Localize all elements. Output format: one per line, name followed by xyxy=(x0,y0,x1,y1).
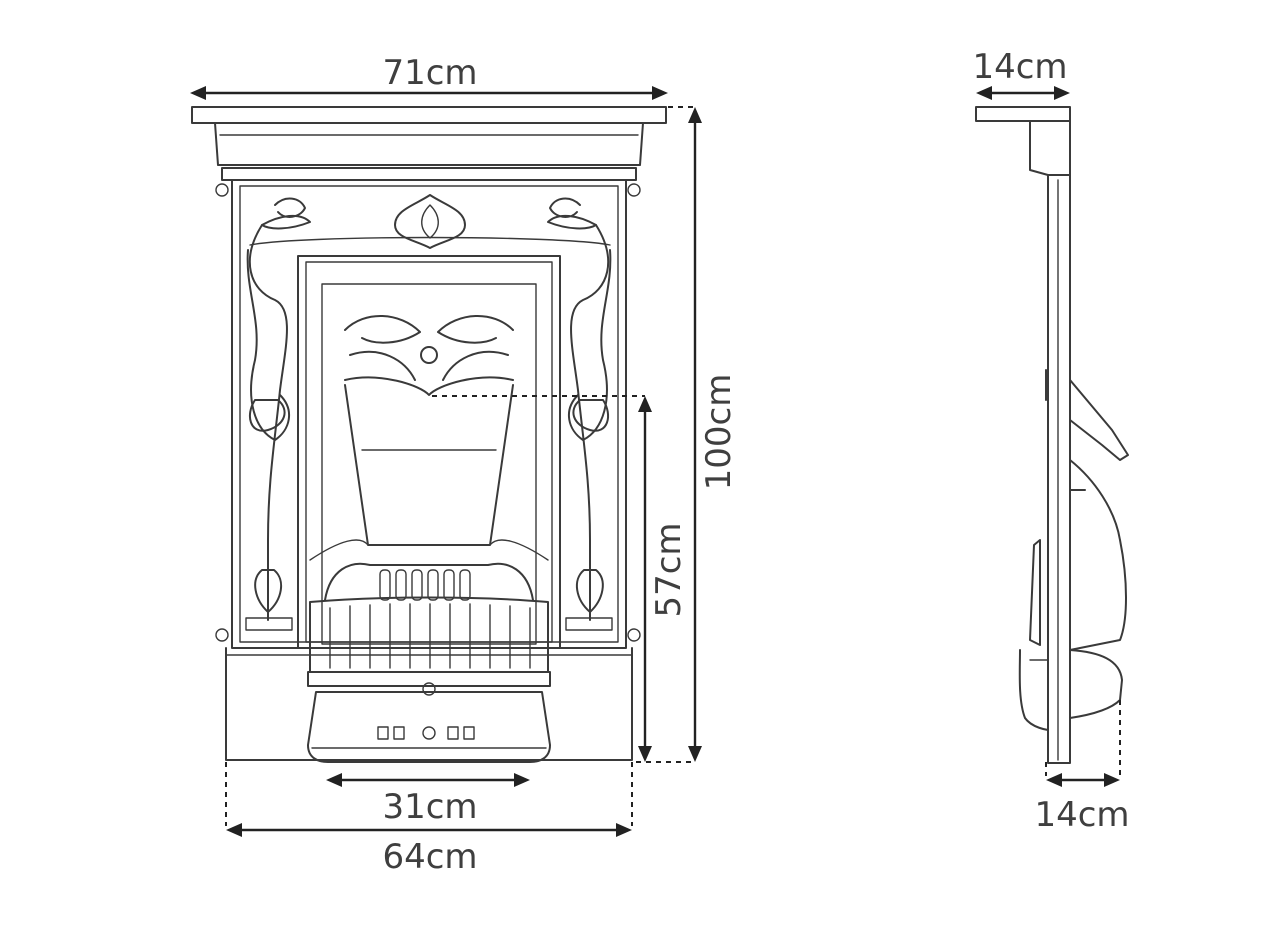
side-grate xyxy=(1069,459,1127,651)
label-side-shelf-depth: 14cm xyxy=(972,47,1067,87)
ashpan-front xyxy=(307,691,551,763)
label-front-total-height: 100cm xyxy=(699,374,739,491)
side-canopy xyxy=(1069,379,1129,461)
front-view xyxy=(191,106,667,763)
side-view xyxy=(975,106,1129,764)
label-front-base-width: 64cm xyxy=(382,837,477,877)
surround-frame xyxy=(231,179,627,649)
fireback xyxy=(344,384,514,546)
center-crest-ornament xyxy=(394,194,466,249)
canopy-ornament xyxy=(344,315,514,344)
side-ashpan xyxy=(1069,649,1123,719)
dimension-lines xyxy=(190,86,1121,837)
insert-frame xyxy=(297,255,561,649)
grate-fret xyxy=(309,596,549,673)
right-rose-ornament xyxy=(547,197,597,230)
right-pilaster-vine xyxy=(570,224,610,621)
label-front-opening-height: 57cm xyxy=(649,522,689,617)
side-body xyxy=(1047,174,1071,764)
base-plinth xyxy=(225,647,633,761)
left-rose-ornament xyxy=(261,197,311,230)
label-front-opening-width: 31cm xyxy=(382,787,477,827)
left-pilaster-vine xyxy=(248,224,288,621)
side-shelf xyxy=(975,106,1071,122)
frieze-band xyxy=(221,167,637,181)
label-side-base-depth: 14cm xyxy=(1034,795,1129,835)
grate-basket xyxy=(324,562,534,601)
label-front-top-width: 71cm xyxy=(382,53,477,93)
mantel-shelf xyxy=(191,106,667,124)
mantel-cornice xyxy=(214,122,644,166)
